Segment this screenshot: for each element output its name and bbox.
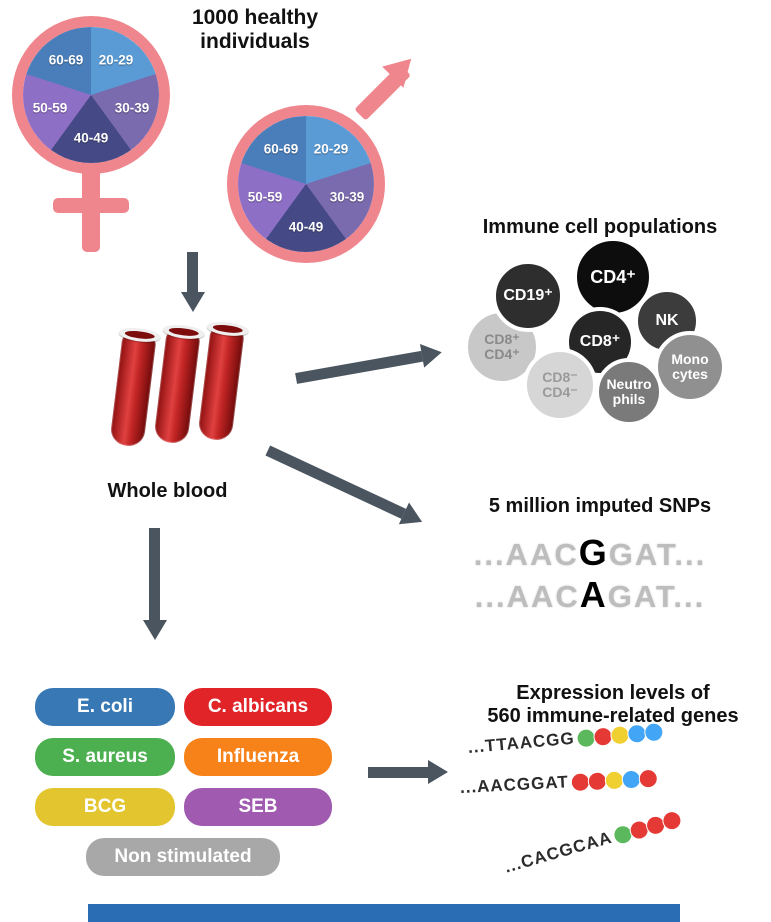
- male-age-pie: 20-29 30-39 40-49 50-59 60-69: [238, 116, 374, 252]
- blood-tubes: [108, 319, 278, 468]
- expression-title: Expression levels of 560 immune-related …: [487, 682, 739, 727]
- arrow-to-expression: [368, 760, 448, 784]
- arrow-to-blood: [181, 252, 205, 312]
- blood-tube: [109, 325, 162, 448]
- gene-row-3: ...CACGCAA: [502, 808, 684, 878]
- gene-row-2: ...AACGGAT: [459, 768, 659, 798]
- pie-label-50-59: 50-59: [247, 189, 283, 205]
- study-title: 1000 healthy individuals: [191, 6, 319, 54]
- gene-seq-2: ...AACGGAT: [459, 772, 570, 797]
- stimulus-bcg: BCG: [35, 788, 175, 826]
- pie-label-60-69: 60-69: [263, 141, 299, 157]
- male-ring: 20-29 30-39 40-49 50-59 60-69: [227, 105, 385, 263]
- stimulus-nonstim: Non stimulated: [86, 838, 280, 876]
- immune-cells-title: Immune cell populations: [482, 216, 718, 238]
- snps-title: 5 million imputed SNPs: [488, 495, 712, 517]
- cell-monocytes: Mono cytes: [654, 331, 726, 403]
- female-age-pie: 20-29 30-39 40-49 50-59 60-69: [23, 27, 159, 163]
- arrow-to-immune-cells: [294, 340, 444, 389]
- pie-label-50-59: 50-59: [32, 100, 68, 116]
- pie-label-30-39: 30-39: [114, 100, 150, 116]
- snp-line-1: ...AACGGAT...: [473, 532, 707, 573]
- pie-label-40-49: 40-49: [73, 130, 109, 146]
- cell-neutrophils: Neutro phils: [595, 358, 663, 426]
- female-crossbar: [53, 198, 129, 213]
- arrow-to-stimuli: [143, 528, 167, 640]
- bottom-bar: [88, 904, 680, 922]
- cell-cd4: CD4⁺: [573, 237, 653, 317]
- arrow-to-snps: [263, 439, 428, 533]
- gene-dots-3: [611, 808, 684, 846]
- gene-dots-2: [570, 768, 659, 792]
- immune-cells-cluster: CD8⁺ CD4⁺ NK CD19⁺ CD4⁺ CD8⁺ Mono cytes …: [458, 237, 763, 438]
- pie-label-20-29: 20-29: [98, 52, 134, 68]
- snp-line-2: ...AACAGAT...: [474, 574, 706, 615]
- gene-seq-3: ...CACGCAA: [502, 827, 615, 877]
- gene-seq-1: ...TTAACGG: [467, 728, 576, 757]
- female-symbol: 20-29 30-39 40-49 50-59 60-69: [12, 16, 187, 256]
- cell-cd19: CD19⁺: [492, 260, 564, 332]
- cell-cd8neg-cd4neg: CD8⁻ CD4⁻: [523, 348, 597, 422]
- whole-blood-label: Whole blood: [107, 480, 228, 502]
- snp-sequences: ...AACGGAT... ...AACAGAT...: [430, 532, 750, 616]
- stimulus-ecoli: E. coli: [35, 688, 175, 726]
- stimulus-saureus: S. aureus: [35, 738, 175, 776]
- female-ring: 20-29 30-39 40-49 50-59 60-69: [12, 16, 170, 174]
- pie-label-20-29: 20-29: [313, 141, 349, 157]
- pie-label-40-49: 40-49: [288, 219, 324, 235]
- pie-label-60-69: 60-69: [48, 52, 84, 68]
- stimulus-seb: SEB: [184, 788, 332, 826]
- stimulus-calbicans: C. albicans: [184, 688, 332, 726]
- male-symbol: 20-29 30-39 40-49 50-59 60-69: [225, 45, 440, 275]
- stimulus-influenza: Influenza: [184, 738, 332, 776]
- blood-tube: [153, 322, 206, 445]
- blood-tube: [197, 319, 250, 442]
- pie-label-30-39: 30-39: [329, 189, 365, 205]
